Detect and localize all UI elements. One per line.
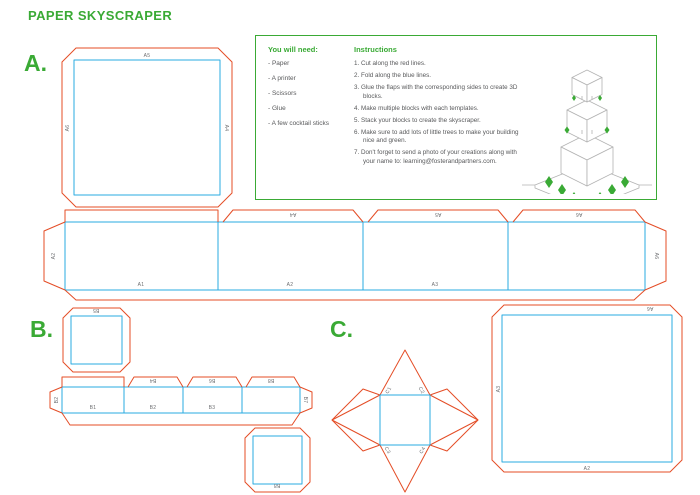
instructions-column: Instructions 1. Cut along the red lines.… [354,45,526,170]
cut-line [61,47,233,208]
cube-top-right-face [586,77,603,103]
instruction-step: 6. Make sure to add lots of little trees… [354,129,519,145]
cut-line [61,376,125,387]
fold-line [252,435,303,485]
glue-tab-cut-line [299,386,313,414]
cut-line [331,349,479,493]
instruction-step: 4. Make multiple blocks with each templa… [354,104,479,112]
panel-label: A3 [496,386,502,393]
panel-label: C4 [419,446,428,455]
cut-line [367,209,509,223]
cocktail-sticks [581,96,593,134]
instruction-step: 5. Stack your blocks to create the skysc… [354,116,481,124]
supplies-column: You will need: - Paper - A printer - Sci… [268,45,352,135]
flap-label: A6 [576,211,583,217]
panel-label: B5 [93,307,100,313]
tab-label: A2 [51,253,57,260]
flap-label: B4 [150,377,157,383]
glue-tab-cut-line [331,388,479,452]
flap-label: B6 [209,377,216,383]
fold-line [70,315,123,365]
template-c-star: C1 C2 C3 C4 [331,349,479,493]
panel-label: A2 [584,466,591,472]
skyscraper-illustration [522,69,652,194]
cut-line [186,376,243,388]
fold-line [64,221,646,291]
cut-line [245,376,301,388]
fold-line [61,386,301,414]
panel-label: A2 [287,282,294,288]
panel-label: C2 [417,386,426,395]
panel-label: B2 [150,405,157,411]
glue-tab-cut-line [644,221,667,291]
instruction-step: 7. Don't forget to send a photo of your … [354,149,517,165]
cut-line [64,289,646,301]
section-label-b: B. [30,316,53,342]
flap-label: A5 [435,211,442,217]
glue-tab-cut-line [49,386,63,414]
tab-label: B7 [302,397,308,404]
panel-label: A6 [65,125,71,132]
section-label-a: A. [24,50,47,76]
supplies-title: You will need: [268,45,318,54]
flap-label: A4 [290,211,297,217]
supply-item: - Scissors [268,90,297,97]
page-title: PAPER SKYSCRAPER [28,8,173,23]
cut-line [127,376,184,388]
cut-line [61,412,301,426]
cut-line [244,427,311,493]
cut-line [512,209,646,223]
template-a-strip: A2 A6 A1 A2 A3 A4 A5 A6 [43,209,667,301]
cut-line [64,209,219,222]
template-a-lid: A5 A6 A4 [61,47,233,208]
supply-item: - Paper [268,60,290,67]
template-b-square2: B8 [244,427,311,493]
template-a-base: A3 A6 A2 [491,304,683,473]
instruction-step: 3. Glue the flaps with the corresponding… [354,84,518,100]
supply-item: - A few cocktail sticks [268,120,330,127]
panel-label: B1 [90,405,97,411]
glue-tab-cut-line [43,221,66,291]
instructions-title: Instructions [354,45,397,54]
instructions-box: You will need: - Paper - A printer - Sci… [255,35,657,200]
supply-item: - A printer [268,75,296,82]
panel-label: A6 [647,305,654,311]
instruction-step: 1. Cut along the red lines. [354,60,426,67]
cut-line [222,209,364,223]
cut-line [62,307,131,373]
panel-label: B3 [209,405,216,411]
panel-label: B8 [274,482,281,488]
flap-label: B8 [268,377,275,383]
panel-label: A4 [223,125,229,132]
fold-line [501,314,673,463]
panel-label: A1 [138,282,145,288]
supply-item: - Glue [268,105,286,112]
template-b-strip: B2 B7 B1 B2 B3 B4 B6 B8 [49,376,313,426]
tab-label: B2 [54,397,60,404]
tab-label: A6 [653,253,659,260]
template-b-square1: B5 [62,307,131,373]
instruction-step: 2. Fold along the blue lines. [354,72,432,80]
panel-label: A5 [144,53,151,59]
section-label-c: C. [330,316,353,342]
fold-line [379,394,431,446]
panel-label: C1 [385,386,394,395]
fold-line [73,59,221,196]
panel-label: A3 [432,282,439,288]
panel-label: C3 [383,446,392,455]
cube-bottom-right-face [586,146,614,187]
cut-line [491,304,683,473]
